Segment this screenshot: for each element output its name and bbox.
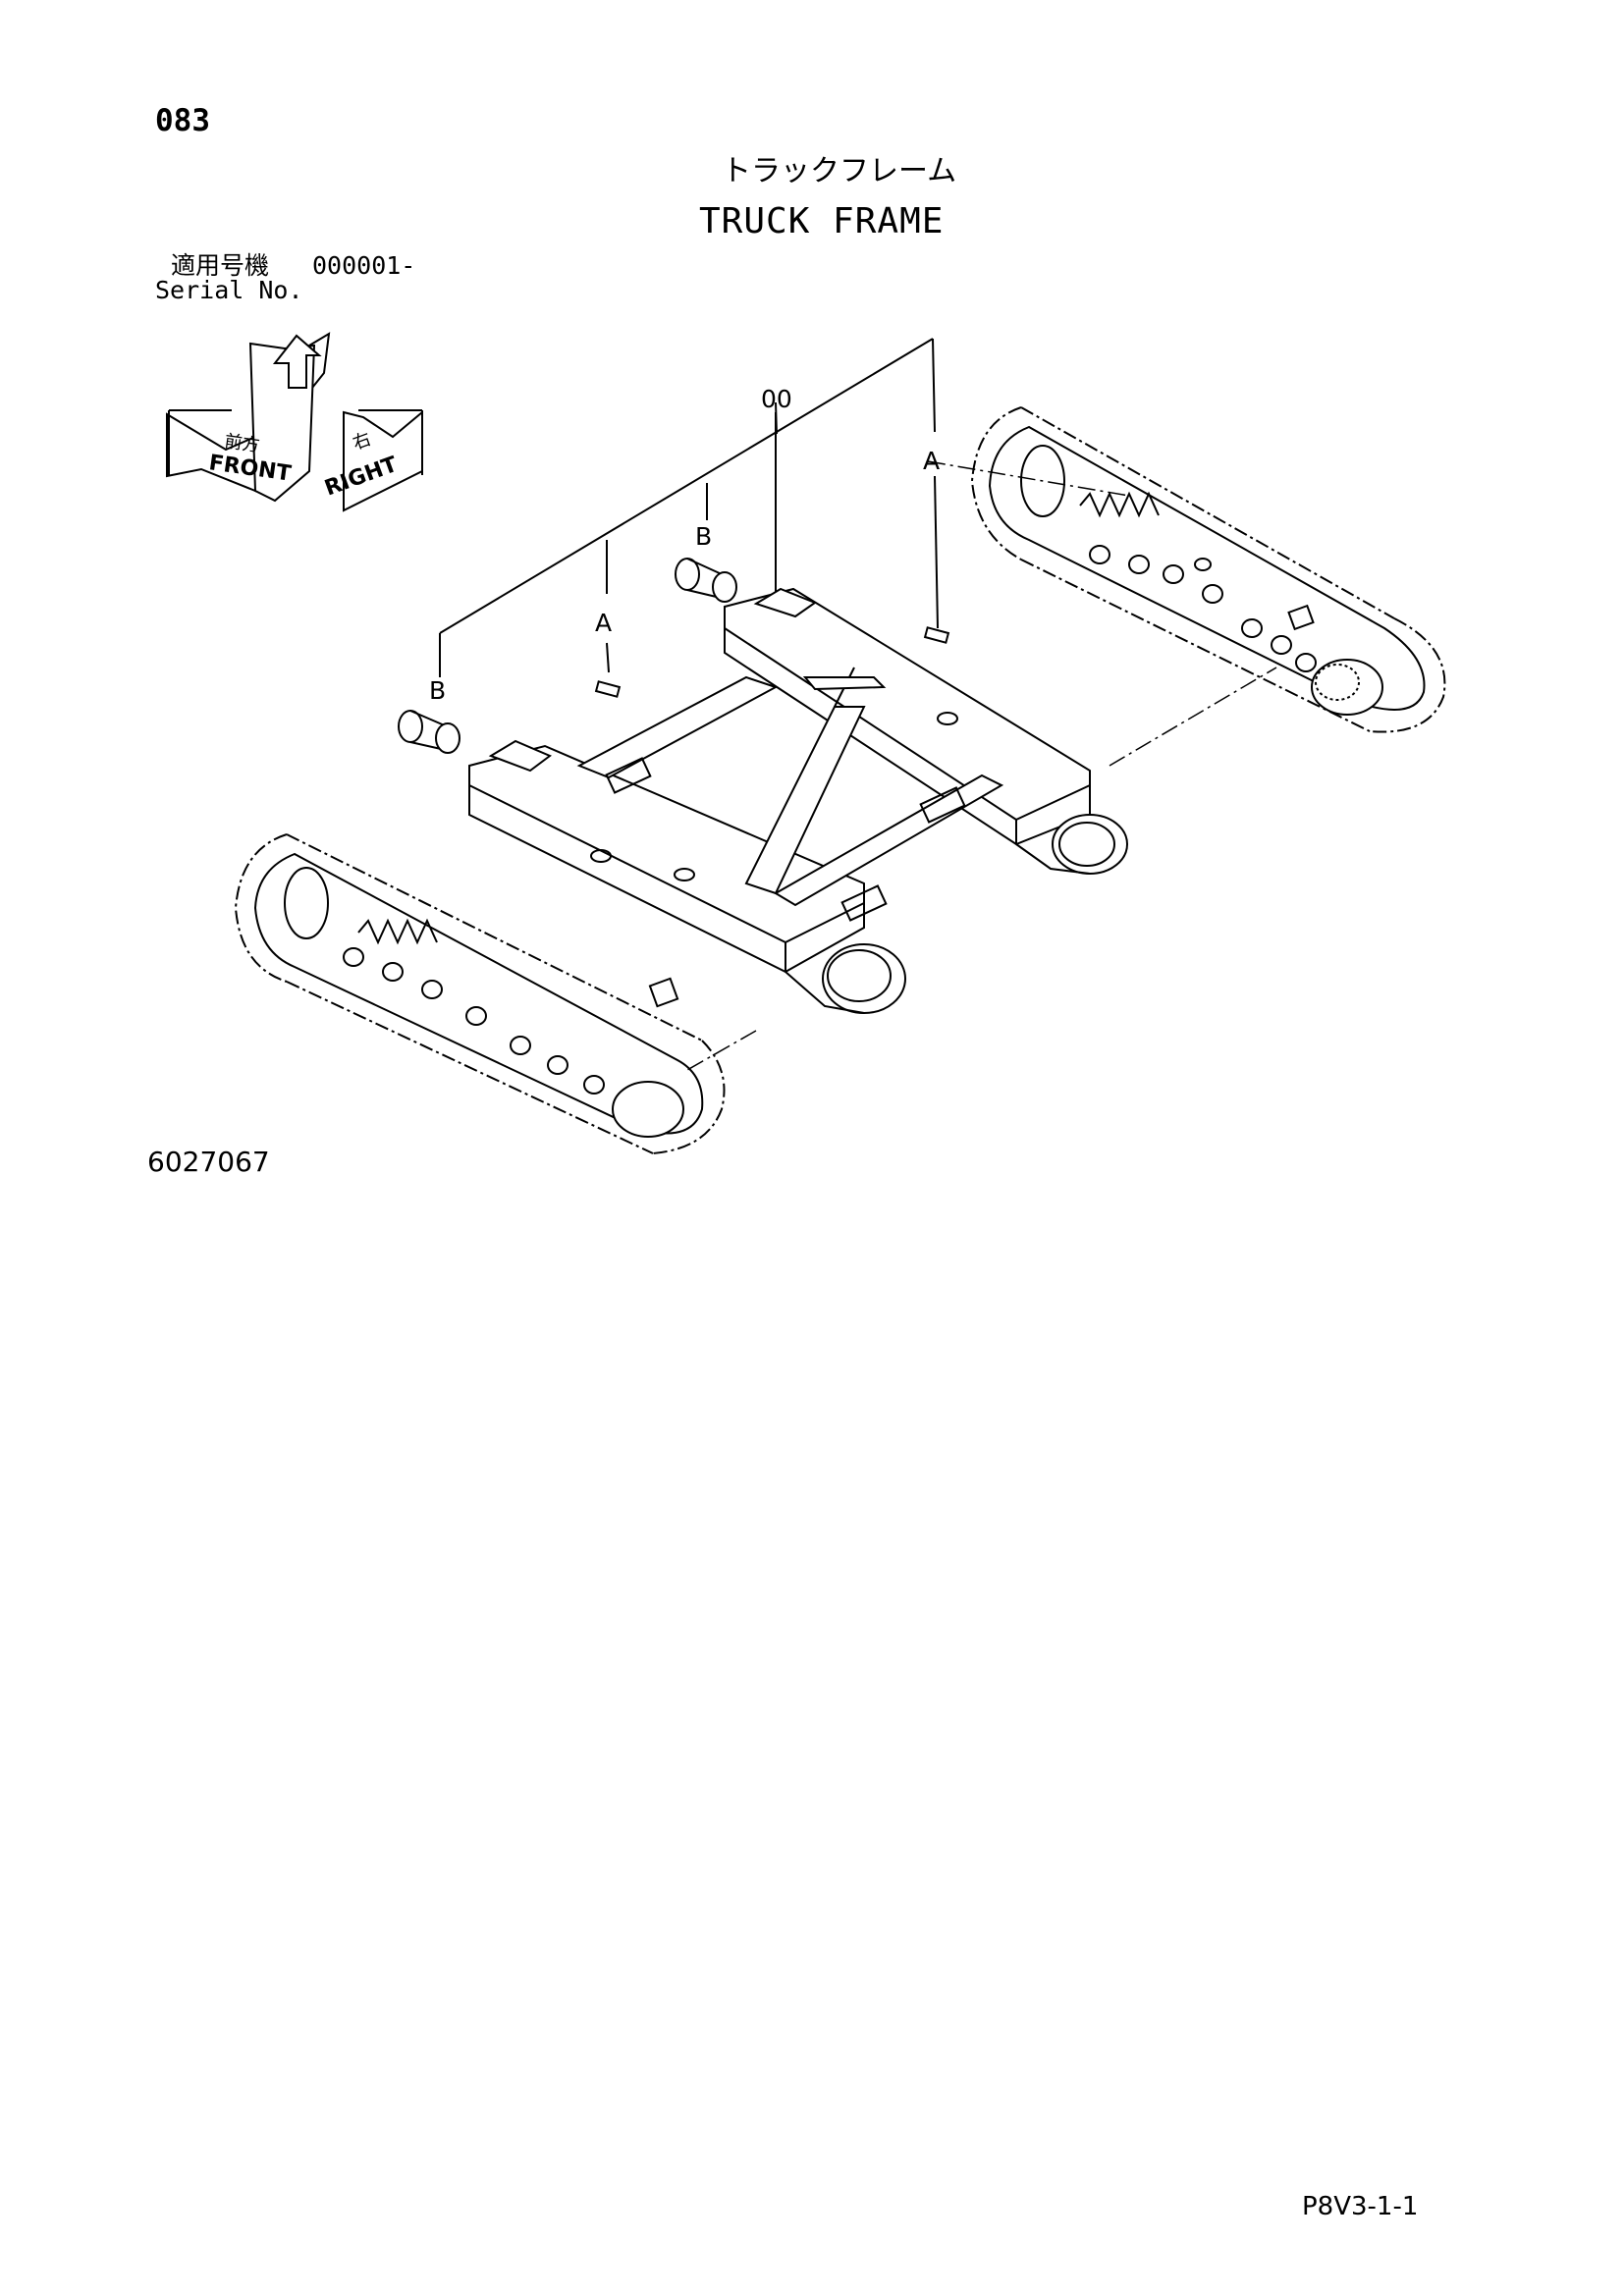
title-english: TRUCK FRAME	[699, 201, 945, 241]
callout-a-top: A	[923, 447, 940, 475]
serial-number-value: 000001-	[312, 251, 416, 280]
serial-label-english: Serial No.	[155, 276, 303, 304]
callout-a-left: A	[595, 609, 612, 637]
serial-label-japanese: 適用号機	[171, 251, 270, 280]
front-label-jp: 前方	[223, 431, 261, 456]
pin-and-plate-parts	[398, 558, 950, 754]
callout-b-left: B	[429, 676, 446, 705]
callout-00: 00	[761, 385, 792, 413]
callout-labels: 00 A A B B	[429, 385, 940, 705]
title-japanese: トラックフレーム	[722, 154, 957, 188]
page-code: P8V3-1-1	[1302, 2192, 1419, 2221]
right-crawler-track	[970, 406, 1446, 733]
leader-lines	[439, 338, 939, 677]
callout-b-top: B	[695, 522, 712, 551]
page-number: 083	[155, 103, 210, 138]
truck-frame-body	[468, 587, 1128, 1014]
assembly-centerlines	[686, 460, 1277, 1071]
figure-number: 6027067	[147, 1146, 270, 1178]
orientation-arrows-icon: FRONT 前方 RIGHT 右	[166, 332, 423, 512]
left-crawler-track	[234, 833, 726, 1154]
